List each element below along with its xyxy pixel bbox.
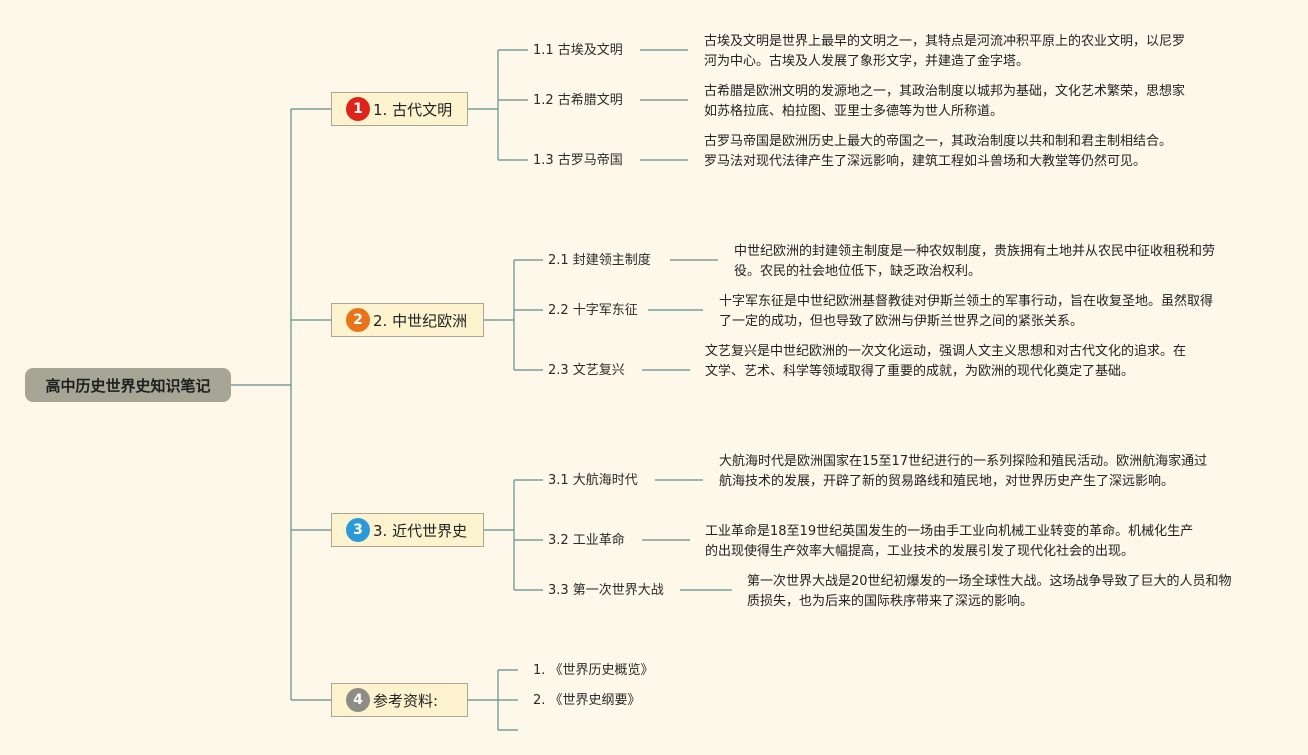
root-title: 高中历史世界史知识笔记 xyxy=(45,376,211,395)
branch-label: 参考资料: xyxy=(373,691,439,710)
note-crusades: 十字军东征是中世纪欧洲基督教徒对伊斯兰领土的军事行动，旨在收复圣地。虽然取得了一… xyxy=(719,294,1214,329)
branch-label: 1. 古代文明 xyxy=(373,100,453,119)
reference-item-1[interactable]: 1. 《世界历史概览》 xyxy=(533,663,654,678)
note-ancient-greece: 古希腊是欧洲文明的发源地之一，其政治制度以城邦为基础，文化艺术繁荣，思想家如苏格… xyxy=(704,84,1186,119)
subtopic-feudal-system[interactable]: 2.1 封建领主制度 xyxy=(548,253,651,268)
note-ancient-rome: 古罗马帝国是欧洲历史上最大的帝国之一，其政治制度以共和制和君主制相结合。罗马法对… xyxy=(704,134,1173,169)
number-badge-icon: 4 xyxy=(346,688,370,712)
note-age-of-discovery: 大航海时代是欧洲国家在15至17世纪进行的一系列探险和殖民活动。欧洲航海家通过航… xyxy=(719,454,1208,489)
subtopic-age-of-discovery[interactable]: 3.1 大航海时代 xyxy=(548,473,638,488)
subtopic-ancient-egypt[interactable]: 1.1 古埃及文明 xyxy=(533,43,623,58)
subtopic-world-war-one[interactable]: 3.3 第一次世界大战 xyxy=(548,583,664,598)
note-renaissance: 文艺复兴是中世纪欧洲的一次文化运动，强调人文主义思想和对古代文化的追求。在文学、… xyxy=(705,344,1187,379)
branch-medieval-europe[interactable]: 2 2. 中世纪欧洲 xyxy=(331,303,484,337)
note-world-war-one: 第一次世界大战是20世纪初爆发的一场全球性大战。这场战争导致了巨大的人员和物质损… xyxy=(747,574,1232,609)
note-feudal-system: 中世纪欧洲的封建领主制度是一种农奴制度，贵族拥有土地并从农民中征收租税和劳役。农… xyxy=(734,244,1216,279)
note-industrial-revolution: 工业革命是18至19世纪英国发生的一场由手工业向机械工业转变的革命。机械化生产的… xyxy=(705,524,1194,559)
subtopic-renaissance[interactable]: 2.3 文艺复兴 xyxy=(548,363,625,378)
branch-references[interactable]: 4 参考资料: xyxy=(331,683,468,717)
note-ancient-egypt: 古埃及文明是世界上最早的文明之一，其特点是河流冲积平原上的农业文明，以尼罗河为中… xyxy=(704,34,1186,69)
subtopic-industrial-revolution[interactable]: 3.2 工业革命 xyxy=(548,533,625,548)
branch-label: 2. 中世纪欧洲 xyxy=(373,311,468,330)
number-badge-icon: 1 xyxy=(346,97,370,121)
branch-ancient-civilization[interactable]: 1 1. 古代文明 xyxy=(331,92,468,126)
subtopic-ancient-greece[interactable]: 1.2 古希腊文明 xyxy=(533,93,623,108)
branch-label: 3. 近代世界史 xyxy=(373,521,468,540)
subtopic-crusades[interactable]: 2.2 十字军东征 xyxy=(548,303,638,318)
root-topic[interactable]: 高中历史世界史知识笔记 xyxy=(25,368,231,402)
branch-modern-history[interactable]: 3 3. 近代世界史 xyxy=(331,513,484,547)
number-badge-icon: 2 xyxy=(346,308,370,332)
number-badge-icon: 3 xyxy=(346,518,370,542)
reference-item-2[interactable]: 2. 《世界史纲要》 xyxy=(533,693,641,708)
subtopic-ancient-rome[interactable]: 1.3 古罗马帝国 xyxy=(533,153,623,168)
